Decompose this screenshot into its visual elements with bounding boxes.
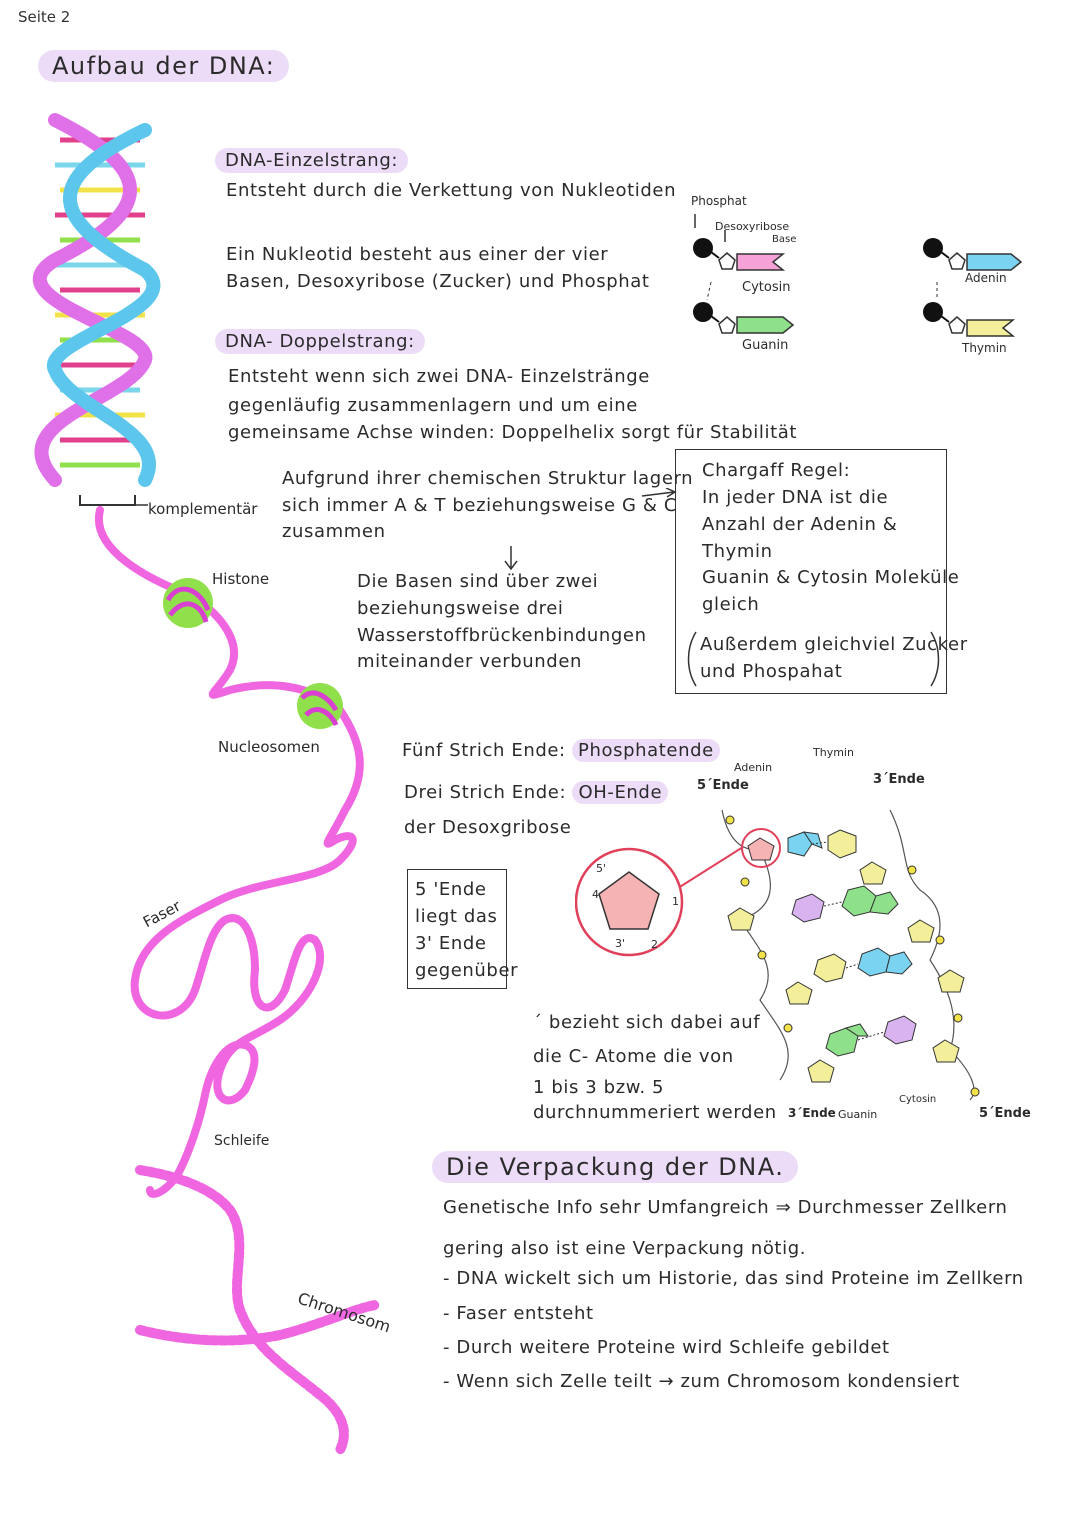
page-title-text: Aufbau der DNA: [38, 50, 290, 82]
label-histone: Histone [212, 570, 270, 588]
doppelstrang-heading-text: DNA- Doppelstrang: [215, 329, 425, 354]
nucleotide-guanin [693, 302, 795, 334]
parenthesis-left [687, 631, 697, 687]
structure-label-thymin: Thymin [813, 746, 854, 759]
label-base: Base [772, 234, 797, 245]
chargaff-paren-line-1: Außerdem gleichviel Zucker [700, 634, 968, 655]
label-schleife: Schleife [214, 1133, 270, 1149]
doppelstrang-heading: DNA- Doppelstrang: [215, 328, 425, 355]
label-komplementaer: komplementär [148, 500, 258, 518]
page-label: Seite 2 [18, 8, 71, 26]
label-cytosin: Cytosin [742, 280, 791, 295]
label-phosphat: Phosphat [691, 194, 747, 208]
einzelstrang-text: Entsteht durch die Verkettung von Nukleo… [226, 180, 677, 201]
drei-strich-suffix: der Desoxgribose [404, 817, 572, 838]
structure-label-5-ende-bottom: 5´Ende [979, 1106, 1031, 1121]
dna-packaging-illustration [32, 113, 380, 1455]
bruecken-line-1: Die Basen sind über zwei [357, 571, 599, 592]
einzelstrang-heading: DNA-Einzelstrang: [215, 147, 409, 174]
verpackung-bullet-4: - Wenn sich Zelle teilt → zum Chromosom … [443, 1371, 960, 1392]
verpackung-bullet-3: - Durch weitere Proteine wird Schleife g… [443, 1337, 890, 1358]
doppelstrang-line-3: gemeinsame Achse winden: Doppelhelix sor… [228, 422, 798, 443]
drei-strich-label: Drei Strich Ende: [404, 782, 567, 803]
dna-helix [32, 113, 161, 487]
fuenf-strich-value: Phosphatende [572, 739, 720, 762]
structure-label-cytosin: Cytosin [899, 1094, 937, 1105]
label-nucleosomen: Nucleosomen [218, 738, 320, 756]
ende-box-line-2: liegt das [415, 906, 498, 927]
structure-label-3-ende-bottom: 3´Ende [788, 1106, 836, 1120]
nukleotid-line-1: Ein Nukleotid besteht aus einer der vier [226, 244, 609, 265]
arrow-down-icon [504, 546, 518, 571]
chargaff-line-1: Chargaff Regel: [702, 460, 851, 481]
verpackung-line-2: gering also ist eine Verpackung nötig. [443, 1238, 807, 1259]
bruecken-line-4: miteinander verbunden [357, 651, 583, 672]
pentagon-c2: 2 [651, 938, 658, 951]
nucleotide-thymin [923, 302, 1016, 337]
verpackung-title: Die Verpackung der DNA. [432, 1151, 799, 1183]
chargaff-line-3: Anzahl der Adenin & [702, 514, 898, 535]
drei-strich-ende: Drei Strich Ende: OH-Ende [404, 779, 669, 806]
ende-box-line-3: 3' Ende [415, 933, 487, 954]
histone-1 [163, 578, 213, 628]
paarung-line-1: Aufgrund ihrer chemischen Struktur lager… [282, 468, 694, 489]
einzelstrang-heading-text: DNA-Einzelstrang: [215, 148, 409, 173]
label-desoxyribose: Desoxyribose [715, 220, 790, 233]
label-adenin: Adenin [965, 271, 1007, 285]
fuenf-strich-label: Fünf Strich Ende: [402, 740, 566, 761]
nucleotide-adenin [923, 238, 1023, 271]
bruecken-line-2: beziehungsweise drei [357, 598, 564, 619]
structure-label-5-ende-top: 5´Ende [697, 778, 749, 793]
pentagon-c3: 3' [615, 937, 626, 950]
base-pair-3 [813, 947, 913, 983]
drei-strich-value: OH-Ende [572, 781, 669, 804]
parenthesis-right [930, 631, 940, 687]
page-title: Aufbau der DNA: [38, 50, 290, 82]
nukleotid-line-2: Basen, Desoxyribose (Zucker) und Phospha… [226, 271, 650, 292]
ende-box-line-4: gegenüber [415, 960, 519, 981]
label-thymin: Thymin [962, 341, 1007, 355]
label-guanin: Guanin [742, 338, 789, 353]
nucleotide-cytosin [693, 238, 786, 271]
strich-line-1: ´ bezieht sich dabei auf [533, 1012, 761, 1033]
histone-2 [297, 683, 343, 729]
chargaff-line-5: Guanin & Cytosin Moleküle [702, 567, 960, 588]
pentagon-c1: 1 [672, 895, 679, 908]
fuenf-strich-ende: Fünf Strich Ende: Phosphatende [402, 737, 720, 764]
dna-structure-diagram [721, 809, 980, 1101]
paarung-line-3: zusammen [282, 521, 386, 542]
base-pair-2 [791, 885, 899, 923]
doppelstrang-line-2: gegenläufig zusammenlagern und um eine [228, 395, 638, 416]
ende-box-line-1: 5 'Ende [415, 879, 487, 900]
structure-label-3-ende-top: 3´Ende [873, 772, 925, 787]
verpackung-title-text: Die Verpackung der DNA. [432, 1151, 799, 1183]
chargaff-line-2: In jeder DNA ist die [702, 487, 889, 508]
base-pair-4 [825, 1015, 917, 1057]
arrow-right-icon [641, 488, 677, 498]
paarung-line-2: sich immer A & T beziehungsweise G & C [282, 495, 677, 516]
pentagon-c4: 4 [592, 888, 599, 901]
structure-label-adenin: Adenin [734, 761, 773, 774]
verpackung-bullet-1: - DNA wickelt sich um Historie, das sind… [443, 1268, 1024, 1289]
verpackung-bullet-2: - Faser entsteht [443, 1303, 594, 1324]
chargaff-line-4: Thymin [702, 541, 773, 562]
strich-line-2: die C- Atome die von [533, 1046, 734, 1067]
chargaff-paren-line-2: und Phospahat [700, 661, 843, 682]
strich-line-3: 1 bis 3 bzw. 5 [533, 1077, 665, 1098]
desoxyribose-zoom [575, 846, 744, 957]
bruecken-line-3: Wasserstoffbrückenbindungen [357, 625, 647, 646]
nucleotide-diagram [693, 214, 1023, 337]
chargaff-line-6: gleich [702, 594, 760, 615]
chromatin-fiber [94, 506, 364, 1198]
pentagon-c5: 5' [596, 862, 607, 875]
chargaff-box [675, 449, 947, 694]
ende-box [407, 869, 507, 989]
base-pair-1 [787, 829, 857, 859]
strich-line-4: durchnummeriert werden [533, 1102, 777, 1123]
verpackung-line-1: Genetische Info sehr Umfangreich ⇒ Durch… [443, 1197, 1008, 1218]
structure-label-guanin: Guanin [838, 1108, 878, 1121]
doppelstrang-line-1: Entsteht wenn sich zwei DNA- Einzelsträn… [228, 366, 650, 387]
